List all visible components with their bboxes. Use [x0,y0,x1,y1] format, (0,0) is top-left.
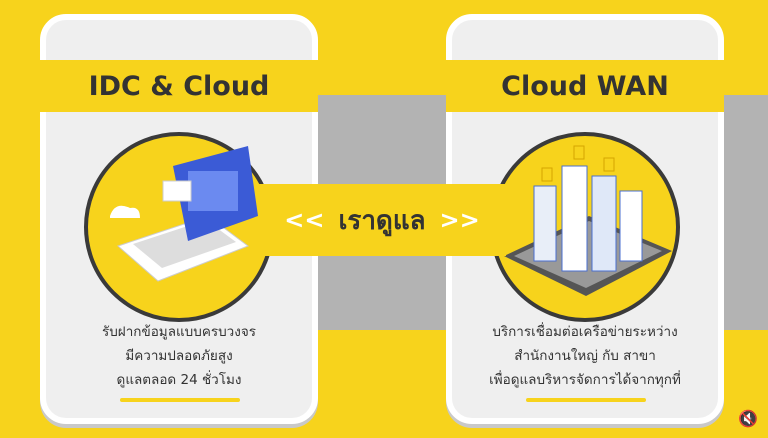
connector-label: เราดูแล [338,205,426,236]
cloud-wan-card: Cloud WAN บริการเชื่อมต่อเครือข่ายระหว่า… [446,14,724,424]
description-line: ดูแลตลอด 24 ชั่วโมง [116,372,242,388]
laptop-illustration [84,132,274,322]
chevrons-right-icon: >> [439,206,480,234]
underline-divider [120,398,240,402]
card-title: IDC & Cloud [40,60,318,112]
card-description: บริการเชื่อมต่อเครือข่ายระหว่าง สำนักงาน… [452,320,718,392]
background-edge [0,0,40,438]
city-buildings-illustration [490,132,680,322]
speaker-muted-icon[interactable]: 🔇 [738,409,758,428]
description-line: เพื่อดูแลบริหารจัดการได้จากทุกที่ [489,372,681,388]
description-line: สำนักงานใหญ่ กับ สาขา [514,348,656,364]
description-line: บริการเชื่อมต่อเครือข่ายระหว่าง [492,324,678,340]
card-description: รับฝากข้อมูลแบบครบวงจร มีความปลอดภัยสูง … [46,320,312,392]
description-line: รับฝากข้อมูลแบบครบวงจร [101,324,257,340]
underline-divider [526,398,646,402]
connector-banner: << เราดูแล >> [258,184,506,256]
description-line: มีความปลอดภัยสูง [125,348,233,364]
card-title: Cloud WAN [446,60,724,112]
chevrons-left-icon: << [284,206,325,234]
